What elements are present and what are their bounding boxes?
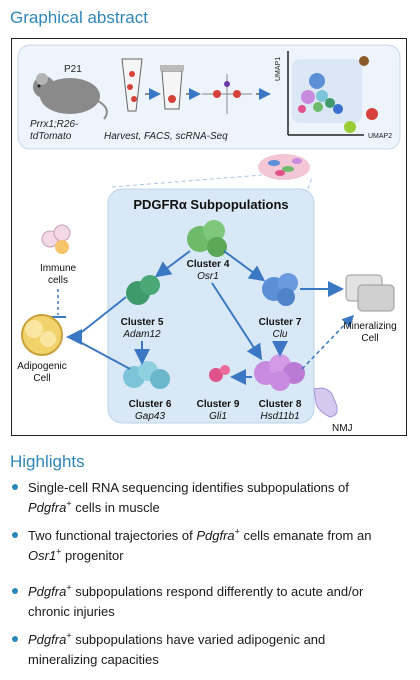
- cluster-6-cells: [123, 361, 170, 389]
- cluster-7-gene: Clu: [272, 329, 287, 340]
- subpopulations-title: PDGFRα Subpopulations: [133, 197, 288, 212]
- mouse-line-label-2: tdTomato: [30, 131, 72, 142]
- mineralizing-label-1: Mineralizing: [343, 321, 396, 332]
- nmj-label: NMJ: [332, 423, 353, 434]
- bullet-icon: [12, 532, 18, 538]
- cluster-8-cells: [254, 354, 305, 391]
- umap-plot: [287, 51, 378, 136]
- highlight-line: mineralizing capacities: [28, 652, 159, 667]
- bullet-icon: [12, 588, 18, 594]
- highlight-line: Pdgfra+ cells in muscle: [28, 498, 160, 515]
- highlight-line: Pdgfra+ subpopulations have varied adipo…: [28, 630, 326, 647]
- abstract-diagram: P21 Prrx1;R26- tdTomato Harvest, FACS, s…: [17, 44, 401, 434]
- highlight-text: Two functional trajectories of Pdgfra+ c…: [28, 526, 408, 566]
- immune-label-2: cells: [48, 275, 68, 286]
- cluster-9-name: Cluster 9: [197, 399, 240, 410]
- highlight-line: Pdgfra+ subpopulations respond different…: [28, 582, 364, 599]
- mouse-line-label-1: Prrx1;R26-: [30, 119, 79, 130]
- mouse-illustration: [33, 73, 108, 120]
- cluster-7-name: Cluster 7: [259, 317, 302, 328]
- age-label: P21: [64, 64, 82, 75]
- immune-cells-illustration: [41, 224, 71, 254]
- highlight-text: Pdgfra+ subpopulations have varied adipo…: [28, 630, 408, 670]
- umap2-label: UMAP2: [368, 133, 392, 140]
- highlight-text: Pdgfra+ subpopulations respond different…: [28, 582, 408, 622]
- droplet-icon: [202, 74, 252, 114]
- highlight-line: Osr1+ progenitor: [28, 546, 124, 563]
- adipogenic-label-1: Adipogenic: [17, 361, 66, 372]
- cluster-4-gene: Osr1: [197, 271, 219, 282]
- adipogenic-cell-illustration: [21, 314, 63, 356]
- cluster-9-gene: Gli1: [209, 411, 227, 422]
- bullet-icon: [12, 636, 18, 642]
- cluster-4-name: Cluster 4: [187, 259, 230, 270]
- highlights-title: Highlights: [10, 452, 85, 471]
- nmj-illustration: [313, 387, 338, 418]
- highlight-text: Single-cell RNA sequencing identifies su…: [28, 478, 408, 518]
- cluster-6-gene: Gap43: [135, 411, 165, 422]
- mineralizing-label-2: Cell: [361, 333, 378, 344]
- adipogenic-label-2: Cell: [33, 373, 50, 384]
- tube-icon: [121, 58, 143, 112]
- cluster-8-gene: Hsd11b1: [260, 411, 299, 422]
- cell-cloud: [258, 154, 310, 180]
- highlight-line: Two functional trajectories of Pdgfra+ c…: [28, 526, 372, 543]
- mineralizing-cell-illustration: [345, 274, 395, 312]
- highlight-line: Single-cell RNA sequencing identifies su…: [28, 480, 349, 495]
- immune-label-1: Immune: [40, 263, 77, 274]
- cluster-7-cells: [262, 273, 298, 306]
- graphical-abstract-title: Graphical abstract: [10, 8, 148, 27]
- cluster-6-name: Cluster 6: [129, 399, 172, 410]
- graphical-abstract-figure: P21 Prrx1;R26- tdTomato Harvest, FACS, s…: [11, 38, 407, 436]
- highlight-line: chronic injuries: [28, 604, 115, 619]
- cluster-8-name: Cluster 8: [259, 399, 302, 410]
- bullet-icon: [12, 484, 18, 490]
- cluster-5-cells: [126, 275, 160, 305]
- cluster-5-gene: Adam12: [122, 329, 161, 340]
- cluster-4-cells: [187, 220, 227, 257]
- cluster-5-name: Cluster 5: [121, 317, 164, 328]
- umap1-label: UMAP1: [275, 57, 282, 81]
- workflow-label: Harvest, FACS, scRNA-Seq: [104, 131, 228, 142]
- facs-icon: [160, 65, 184, 110]
- cluster-9-cells: [209, 365, 230, 382]
